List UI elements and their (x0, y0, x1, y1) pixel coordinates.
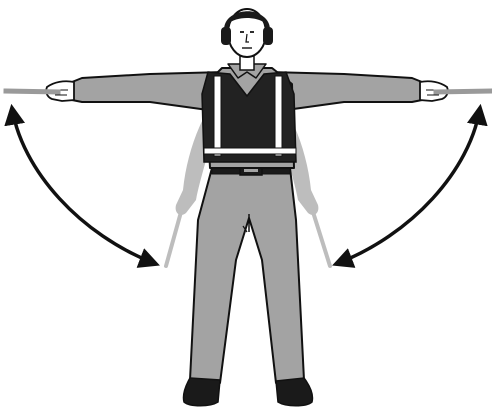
right-marshalling-wand-icon (436, 91, 490, 92)
curved-arrow-down-left-icon (12, 108, 156, 264)
boots (183, 378, 312, 406)
left-marshalling-wand-icon (6, 91, 58, 92)
trousers (190, 168, 304, 383)
neck (240, 56, 254, 70)
curved-arrow-down-right-icon (336, 108, 480, 264)
